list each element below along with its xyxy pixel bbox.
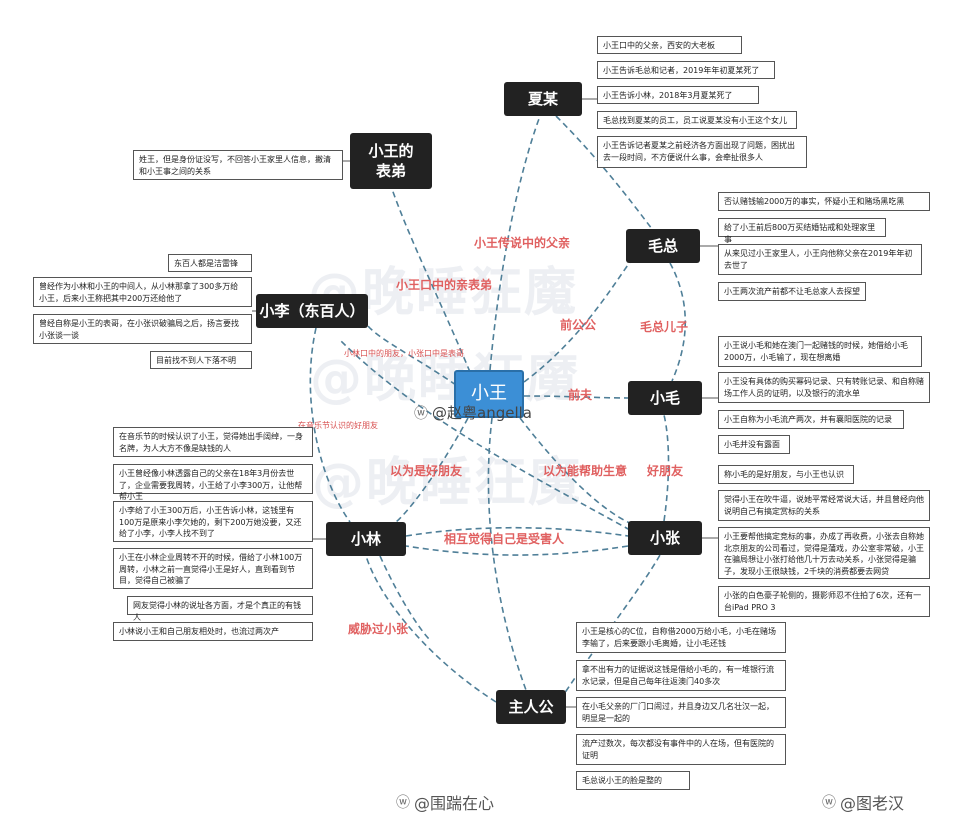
edge-maozong-xiaomao — [669, 262, 687, 382]
edge-label-cousin: 小王口中的亲表弟 — [396, 278, 493, 292]
watermark: @晚睡狂魔 — [312, 453, 583, 513]
node-protagonist[interactable]: 主人公 — [496, 690, 566, 724]
edge-label-thought-help: 以为能帮助生意 — [543, 464, 628, 478]
note-maozong: 给了小王前后800万买结婚钻戒和处理家里事 — [718, 218, 886, 244]
note-xiaozhang: 称小毛的是好朋友，与小王也认识 — [718, 465, 854, 484]
note-xiaomao: 小王说小毛和她在澳门一起赌钱的时候，她借给小毛2000万，小毛输了，现在想离婚 — [718, 336, 922, 367]
node-xiaomao[interactable]: 小毛 — [628, 381, 702, 415]
weibo-logo-icon: ⓦ — [396, 795, 410, 811]
node-cousin[interactable]: 小王的 表弟 — [350, 133, 432, 189]
note-xiaolin: 网友觉得小林的说址各方面，才是个真正的有钱人 — [127, 596, 313, 622]
note-protagonist: 拿不出有力的证据说这钱是借给小毛的，有一堆银行流水记录，但是自己每年往返澳门40… — [576, 660, 786, 691]
edge-protag-xiaolin — [365, 555, 497, 703]
note-xiaomao: 小毛并没有露面 — [718, 435, 790, 454]
note-xiaolin: 在音乐节的时候认识了小王，觉得她出手阔绰，一身名牌，为人大方不像是缺钱的人 — [113, 427, 313, 457]
note-xiaolin: 小王在小林企业周转不开的时候，借给了小林100万周转，小林之前一直觉得小王是好人… — [113, 548, 313, 589]
node-xiaolin[interactable]: 小林 — [326, 522, 406, 556]
watermark: @晚睡狂魔 — [310, 349, 581, 409]
note-maozong: 否认赌钱输2000万的事实，怀疑小王和赌场黑吃黑 — [718, 192, 930, 211]
edge-xiaolin-threat — [379, 555, 431, 641]
edge-center-maozong — [523, 261, 631, 383]
note-xiamou: 小王告诉毛总和记者，2019年年初夏某死了 — [597, 61, 775, 79]
note-xiamou: 小王告诉小林，2018年3月夏某死了 — [597, 86, 759, 104]
note-xiaomao: 小王没有具体的购买幂码记录、只有转账记录、和自称赌场工作人员的证明，以及银行的流… — [718, 372, 930, 403]
edge-label-threatened: 威胁过小张 — [348, 622, 409, 636]
edge-label-son-of-mao: 毛总儿子 — [640, 320, 689, 334]
edge-label-ex-husband: 前夫 — [568, 388, 593, 402]
edge-xiaozhang-xiaoli — [339, 339, 631, 531]
node-xiaozhang[interactable]: 小张 — [628, 521, 702, 555]
note-maozong: 从来见过小王家里人，小王向他称父亲在2019年年初去世了 — [718, 244, 922, 275]
note-xiaozhang: 觉得小王在吹牛逼，说她平常经常说大话，并且曾经向他说明自己有搞定赏标的关系 — [718, 490, 930, 521]
credit-text: @图老汉 — [840, 794, 905, 813]
node-maozong[interactable]: 毛总 — [626, 229, 700, 263]
edge-xiaozhang-xiaomao — [663, 414, 670, 522]
edge-center-xiaozhang — [519, 417, 633, 525]
node-xiamou[interactable]: 夏某 — [504, 82, 582, 116]
center-credit: ⓦ @赵粤angella — [414, 402, 532, 423]
note-xiaoli: 曾经自称是小王的表哥，在小张识破骗局之后，扬言要找小张谈一谈 — [33, 314, 252, 344]
edge-xiaoli-xiaolin — [309, 327, 351, 523]
note-xiaoli: 曾经作为小林和小王的中间人，从小林那拿了300多万给小王，后来小王称把其中200… — [33, 277, 252, 307]
note-cousin: 姓王，但是身份证没写，不回答小王家里人信息，撇清和小王事之间的关系 — [133, 150, 343, 180]
note-xiaoli: 东百人都是洁雷锋 — [168, 254, 252, 272]
center-node[interactable]: 小王 — [454, 370, 524, 418]
edge-xiamou-maozong — [555, 115, 653, 230]
weibo-logo-icon: ⓦ — [822, 795, 836, 811]
credit-text: @赵粤angella — [432, 404, 532, 422]
note-xiaolin: 小李给了小王300万后，小王告诉小林，这钱里有100万是原来小李欠她的，剩下20… — [113, 501, 313, 542]
note-protagonist: 毛总说小王的脸是整的 — [576, 771, 690, 790]
note-xiamou: 小王口中的父亲，西安的大老板 — [597, 36, 742, 54]
note-protagonist: 流产过数次，每次都没有事件中的人在场，但有医院的证明 — [576, 734, 786, 765]
credit-bottom-right: ⓦ @图老汉 — [822, 790, 904, 814]
edge-label-thought-friend: 以为是好朋友 — [390, 464, 463, 478]
credit-bottom-left: ⓦ @围踹在心 — [396, 790, 494, 814]
edge-label-mutual-victims: 相互觉得自己是受害人 — [444, 532, 565, 546]
note-xiaomao: 小王自称为小毛流产两次，并有襄阳医院的记录 — [718, 410, 904, 429]
note-xiaozhang: 小张的白色豪子轮侧的，摄影师忍不住拍了6次，还有一台iPad PRO 3 — [718, 586, 930, 617]
edge-protag-xiaozhang — [559, 554, 661, 701]
note-protagonist: 在小毛父亲的厂门口闹过，并且身边又几名壮汉一起，明显是一起的 — [576, 697, 786, 728]
note-xiamou: 小王告诉记者夏某之前经济各方面出现了问题，困扰出去一段时间，不方便说什么事，会牵… — [597, 136, 807, 168]
note-xiaolin: 小王曾经像小林透露自己的父亲在18年3月份去世了，企业需要我周转，小王给了小李3… — [113, 464, 313, 501]
edge-xiaolin-xiaozhang — [405, 526, 629, 537]
credit-text: @围踹在心 — [414, 794, 495, 813]
edge-center-xiaomao — [523, 395, 629, 399]
edge-xiaozhang-xiaolin2 — [405, 545, 629, 556]
edge-center-xiamou — [489, 115, 541, 371]
edge-label-music-festival: 在音乐节认识的好朋友 — [298, 421, 378, 430]
note-xiaoli: 目前找不到人下落不明 — [150, 351, 252, 369]
note-maozong: 小王两次流产前都不让毛总家人去探望 — [718, 282, 866, 301]
node-xiaoli[interactable]: 小李（东百人） — [256, 294, 368, 328]
note-xiaolin: 小林说小王和自己朋友相处时，也流过两次产 — [113, 622, 313, 641]
edge-center-xiaoli — [367, 325, 457, 386]
edge-label-good-friend: 好朋友 — [647, 464, 684, 478]
edge-label-friend-cousin: 小林口中的朋友，小张口中是表哥 — [344, 349, 464, 358]
edge-label-ex-father-in-law: 前公公 — [560, 318, 597, 332]
note-xiamou: 毛总找到夏某的员工，员工说夏某没有小王这个女儿 — [597, 111, 797, 129]
edge-label-legendary-father: 小王传说中的父亲 — [474, 236, 571, 250]
weibo-logo-icon: ⓦ — [414, 405, 428, 422]
note-xiaozhang: 小王要帮他搞定竞标的事，办成了再收费，小张去自称她北京朋友的公司看过，觉得是蒲戏… — [718, 527, 930, 579]
note-protagonist: 小王是核心的C位，自称借2000万给小毛，小毛在赌场李输了，后来要跟小毛离婚，让… — [576, 622, 786, 653]
